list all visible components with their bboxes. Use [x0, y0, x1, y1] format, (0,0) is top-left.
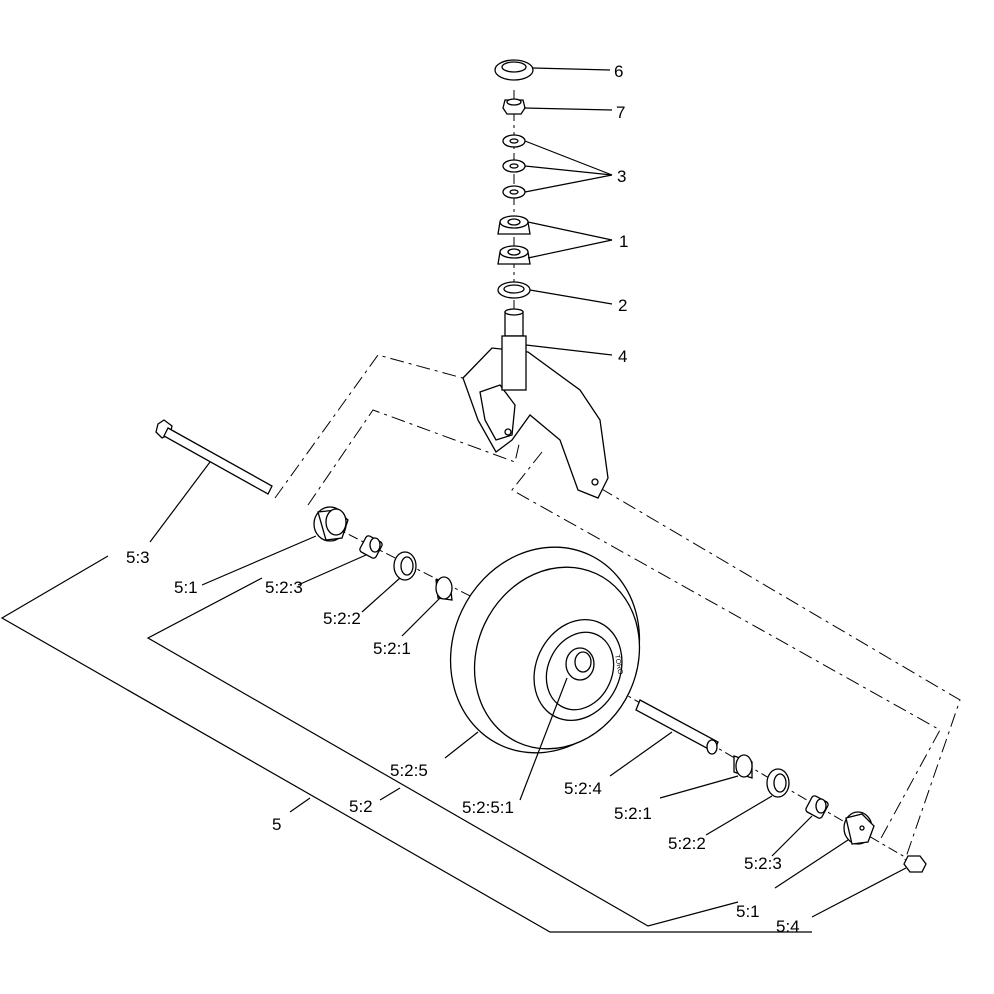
leader-lines — [0, 67, 907, 933]
assembly-line-inner-right — [511, 451, 941, 841]
axle-shaft — [635, 699, 719, 755]
assembly-line-inner — [307, 409, 521, 506]
bearing-spacer-left — [359, 535, 383, 559]
spacer-left — [313, 506, 349, 542]
assembly-line-outer-right — [599, 487, 961, 861]
callout-5-2-4: 5:2:4 — [564, 779, 602, 798]
assembly-lines — [274, 90, 961, 861]
washer-1 — [502, 134, 526, 148]
washer-2 — [502, 159, 526, 173]
bearing-race-left — [393, 551, 417, 581]
bearing-race-right — [766, 768, 790, 798]
callout-7: 7 — [616, 103, 625, 122]
callout-5-2-1-left: 5:2:1 — [373, 639, 411, 658]
bearing-cup — [497, 281, 531, 299]
callout-5-2-3-left: 5:2:3 — [265, 578, 303, 597]
callout-5-1-left: 5:1 — [174, 578, 198, 597]
callout-4: 4 — [618, 347, 627, 366]
wheel-tire: TORO — [449, 546, 641, 754]
callout-5-1-right: 5:1 — [736, 902, 760, 921]
callout-6: 6 — [614, 62, 623, 81]
callout-5-2: 5:2 — [349, 797, 373, 816]
callout-5-4: 5:4 — [776, 917, 800, 936]
axle-bolt — [155, 419, 273, 495]
callout-1: 1 — [619, 232, 628, 251]
axle-nut — [903, 855, 927, 873]
callout-5-2-2-left: 5:2:2 — [323, 609, 361, 628]
callout-5-2-5-1: 5:2:5:1 — [462, 798, 514, 817]
roller-bearing-right — [733, 754, 753, 779]
spacer-right — [843, 811, 875, 845]
callout-5: 5 — [272, 815, 281, 834]
tire-sidewall-mark: TORO — [613, 654, 623, 676]
tapered-bearing-lower — [497, 245, 531, 265]
lock-nut — [502, 98, 526, 115]
caster-fork — [462, 308, 609, 499]
callout-5-2-5: 5:2:5 — [390, 761, 428, 780]
callout-5-2-1-right: 5:2:1 — [614, 804, 652, 823]
callout-5-2-3-right: 5:2:3 — [744, 854, 782, 873]
bearing-spacer-right — [805, 795, 829, 819]
bracket-5 — [0, 555, 812, 933]
callout-5-2-2-right: 5:2:2 — [668, 834, 706, 853]
callout-labels: 6 7 3 1 2 4 5:3 5:1 5:2:3 5:2:2 5:2:1 5:… — [126, 62, 800, 936]
tapered-bearing-upper — [497, 215, 531, 235]
callout-2: 2 — [618, 296, 627, 315]
dust-cap — [494, 59, 534, 81]
assembly-line-outer — [274, 354, 471, 499]
callout-5-3: 5:3 — [126, 548, 150, 567]
roller-bearing-left — [435, 576, 453, 601]
washer-3 — [502, 185, 526, 199]
bracket-5-2 — [146, 577, 739, 927]
callout-3: 3 — [617, 167, 626, 186]
